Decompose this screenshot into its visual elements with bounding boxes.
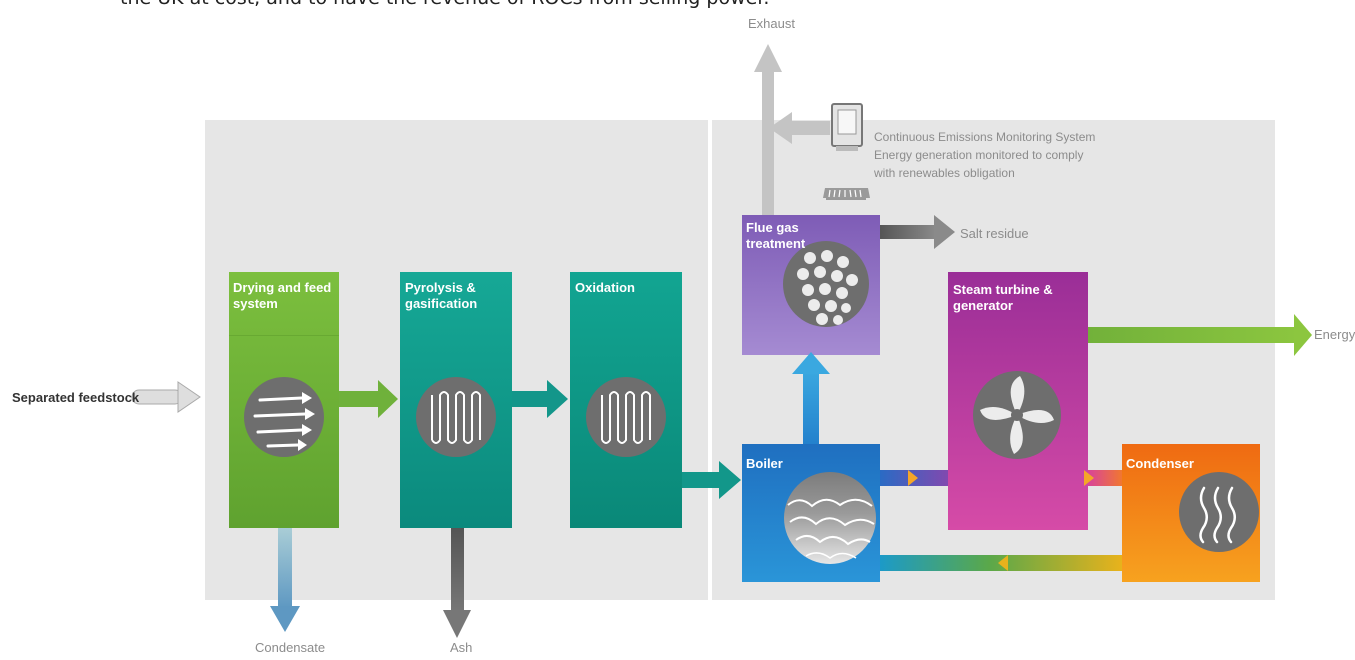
exhaust-label: Exhaust [748, 16, 795, 31]
oxidation-title: Oxidation [575, 280, 635, 295]
energy-label: Energy [1314, 327, 1355, 342]
pyrolysis-box [400, 272, 512, 528]
return-arrow [880, 555, 1122, 571]
flow-arrow-3 [682, 461, 741, 499]
condenser-title: Condenser [1126, 456, 1194, 471]
flow-arrow-1 [339, 380, 398, 418]
cems-arrow [769, 112, 830, 144]
flow-arrow-2 [512, 380, 568, 418]
oxidation-box [570, 272, 682, 528]
energy-arrow [1088, 314, 1312, 356]
drying-title: Drying and feed system [233, 280, 332, 311]
condensate-label: Condensate [255, 640, 326, 655]
ash-label: Ash [450, 640, 473, 655]
exhaust-arrow [754, 44, 782, 218]
boiler-box [742, 444, 880, 582]
flow-arrow-up [792, 352, 830, 446]
salt-residue-arrow [880, 215, 955, 249]
steam-turbine-title: Steam turbine & generator [953, 282, 1053, 313]
cems-label: Continuous Emissions Monitoring System E… [874, 130, 1096, 180]
salt-residue-label: Salt residue [960, 226, 1029, 241]
drying-box [229, 272, 339, 528]
pyrolysis-title: Pyrolysis & gasification [405, 280, 478, 311]
condensate-arrow [270, 528, 300, 632]
flue-gas-box [742, 215, 880, 355]
ash-arrow [443, 528, 471, 638]
turbine-condenser-arrow [1084, 470, 1124, 486]
feedstock-arrow [131, 381, 201, 413]
condenser-box [1122, 444, 1260, 582]
flue-gas-title: Flue gas treatment [746, 220, 806, 251]
steam-turbine-box [948, 272, 1088, 530]
boiler-title: Boiler [746, 456, 783, 471]
intro-text: the UK at cost, and to have the revenue … [120, 0, 769, 9]
separated-feedstock-label: Separated feedstock [12, 390, 140, 405]
computer-icon [823, 103, 870, 200]
